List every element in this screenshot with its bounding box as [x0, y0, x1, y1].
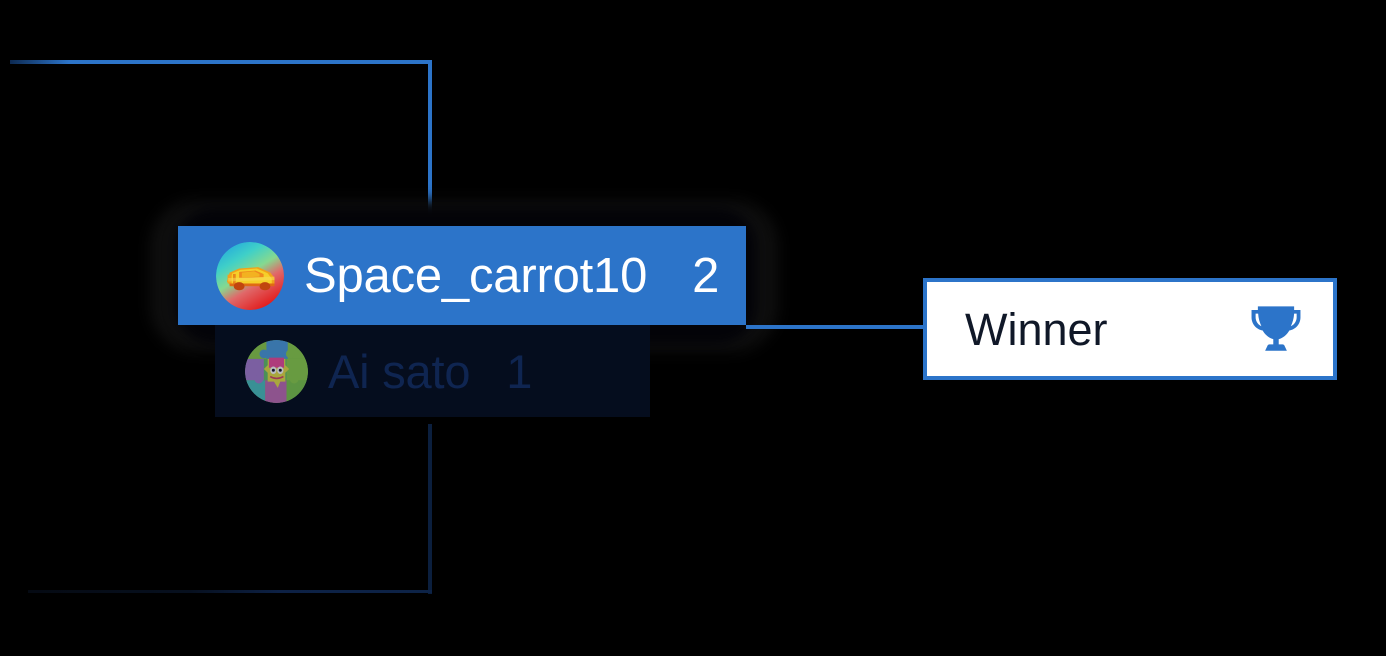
winner-label: Winner [965, 303, 1108, 355]
leaderboard-player-name: Ai sato [328, 344, 471, 398]
highlight-rectangle-right-edge-lower [428, 424, 432, 594]
leaderboard-player-score: 2 [692, 248, 720, 303]
leaderboard-row-runner-up[interactable]: Ai sato 1 [215, 325, 650, 417]
car-avatar-icon [216, 241, 284, 310]
highlight-rectangle-bottom-edge [28, 590, 432, 593]
puzzle-monster-avatar-icon [245, 339, 308, 403]
trophy-icon [1247, 300, 1305, 358]
highlight-rectangle-right-edge-upper [428, 60, 432, 228]
leaderboard-row-winner[interactable]: Space_carrot10 2 [178, 226, 746, 325]
highlight-rectangle-top-edge [10, 60, 432, 64]
leaderboard-player-score: 1 [506, 344, 533, 398]
game-leaderboard: Space_carrot10 2 [178, 226, 746, 417]
leaderboard-player-name: Space_carrot10 [304, 248, 648, 303]
winner-callout: Winner [923, 278, 1337, 380]
callout-connector-line [746, 325, 924, 329]
